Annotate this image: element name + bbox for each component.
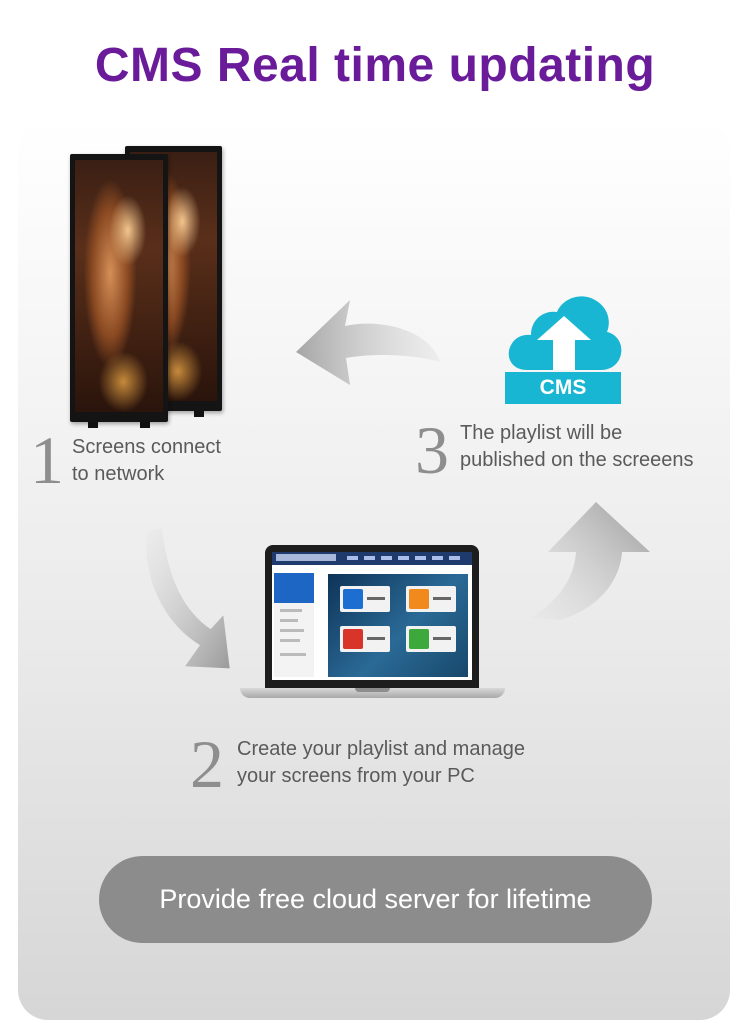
step-2-line-1: Create your playlist and manage [237, 738, 525, 760]
step-1-text: Screens connect to network [72, 434, 221, 488]
cms-label: CMS [505, 372, 621, 404]
step-2-number: 2 [190, 726, 224, 802]
step-2-line-2: your screens from your PC [237, 765, 475, 787]
arrow-to-screens [296, 300, 440, 385]
step-1-number: 1 [30, 422, 64, 498]
display-screens-image [70, 146, 225, 428]
cloud-server-banner: Provide free cloud server for lifetime [99, 856, 652, 943]
cloud-upload-icon: CMS [505, 290, 623, 408]
step-2-text: Create your playlist and manage your scr… [237, 736, 525, 790]
arrow-to-laptop [146, 528, 230, 669]
page-title: CMS Real time updating [94, 39, 656, 92]
step-1-line-2: to network [72, 463, 165, 485]
step-3-text: The playlist will be published on the sc… [460, 420, 694, 474]
step-3-line-1: The playlist will be [460, 422, 623, 444]
step-3-number: 3 [415, 412, 449, 488]
screen-front [70, 154, 168, 428]
step-1-line-1: Screens connect [72, 436, 221, 458]
arrow-to-cloud [530, 502, 650, 620]
step-3-line-2: published on the screeens [460, 449, 694, 471]
laptop-image [240, 545, 505, 705]
